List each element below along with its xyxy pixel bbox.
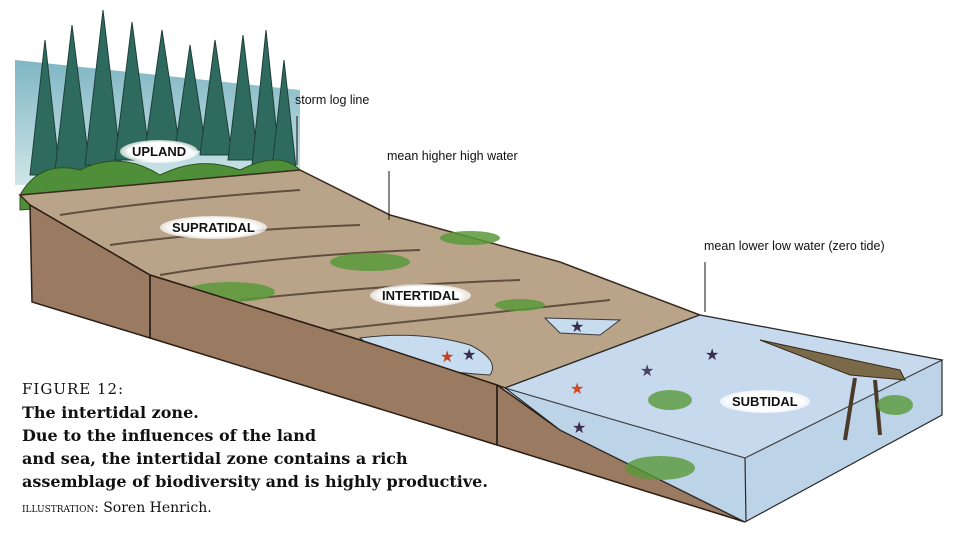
zone-label-subtidal: SUBTIDAL: [720, 390, 810, 413]
sea-stars: ★ ★ ★ ★ ★ ★ ★: [440, 317, 719, 437]
credit-label: illustration:: [22, 501, 99, 516]
zone-label-supratidal: SUPRATIDAL: [160, 216, 267, 239]
svg-text:★: ★: [462, 345, 476, 364]
svg-text:★: ★: [640, 361, 654, 380]
illustration-credit: illustration: Soren Henrich.: [22, 500, 212, 516]
caption-line: Due to the influences of the land: [22, 426, 317, 445]
svg-text:★: ★: [705, 345, 719, 364]
figure-label: FIGURE 12:: [22, 380, 125, 398]
zone-label-intertidal: INTERTIDAL: [370, 284, 472, 307]
callout-mean-higher-high-water: mean higher high water: [387, 149, 518, 163]
caption-line: and sea, the intertidal zone contains a …: [22, 449, 408, 468]
callout-mean-lower-low-water: mean lower low water (zero tide): [704, 239, 885, 253]
tide-pools: [358, 317, 622, 376]
svg-text:★: ★: [440, 347, 454, 366]
caption-line: The intertidal zone.: [22, 403, 199, 422]
caption-line: assemblage of biodiversity and is highly…: [22, 472, 488, 491]
subtidal-water: [503, 314, 944, 523]
callout-storm-log-line: storm log line: [295, 93, 370, 107]
credit-name: Soren Henrich.: [103, 500, 212, 516]
svg-text:★: ★: [570, 379, 584, 398]
svg-text:★: ★: [570, 317, 584, 336]
svg-text:★: ★: [572, 418, 586, 437]
zone-label-upland: UPLAND: [120, 140, 199, 163]
